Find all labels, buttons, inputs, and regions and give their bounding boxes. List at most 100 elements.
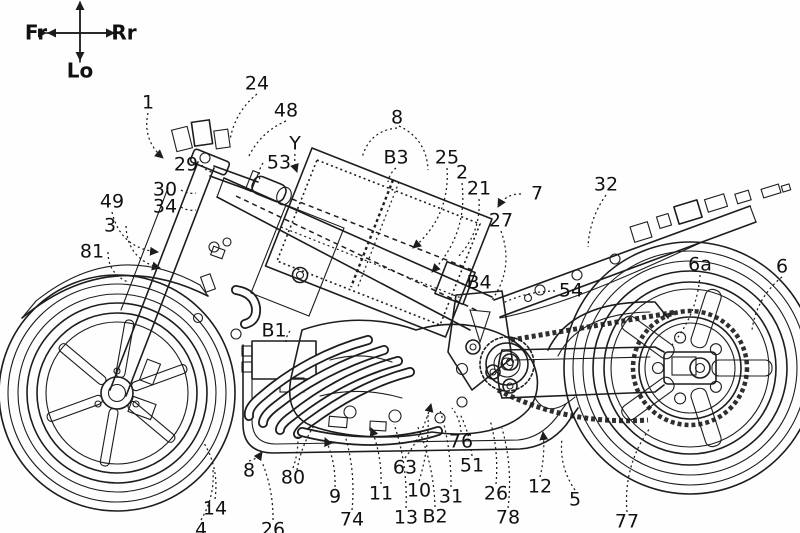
leader-25-7 <box>412 167 448 249</box>
leader-5-42 <box>560 437 576 491</box>
leader-24-1 <box>229 93 258 141</box>
part-label-b4-14: B4 <box>466 272 491 294</box>
part-label-49-18: 49 <box>100 191 124 213</box>
part-label-4-25: 4 <box>195 519 207 533</box>
part-label-13-32: 13 <box>394 507 418 529</box>
part-label-26-26: 26 <box>261 519 285 533</box>
compass-rear-label: Rr <box>111 21 136 45</box>
part-label-51-38: 51 <box>460 455 484 477</box>
part-label-b3-6: B3 <box>383 147 408 169</box>
part-label-76-37: 76 <box>449 431 473 453</box>
part-label-74-30: 74 <box>340 509 364 531</box>
part-label-81-20: 81 <box>80 241 104 263</box>
part-label-54-13: 54 <box>559 280 583 302</box>
leader-51-38 <box>459 413 473 457</box>
seat-rail-subframe <box>493 183 792 319</box>
motor-unit <box>288 319 539 438</box>
part-label-53-3: 53 <box>267 152 291 174</box>
leader-12-41 <box>539 431 549 478</box>
leader-27-11 <box>491 230 507 301</box>
part-label-27-11: 27 <box>489 210 513 232</box>
main-frame <box>192 177 579 454</box>
part-label-b1-23: B1 <box>261 320 286 342</box>
leader-80-28 <box>292 427 299 469</box>
part-label-8-5: 8 <box>391 107 403 129</box>
part-label-6-22: 6 <box>776 256 788 278</box>
compass-low-label: Lo <box>67 59 93 83</box>
part-label-11-31: 11 <box>369 483 393 505</box>
leader-26-26 <box>261 461 274 521</box>
leader-81-20 <box>107 251 129 283</box>
leader-8-5 <box>361 127 398 159</box>
front-fender <box>21 264 209 319</box>
leader-7-10 <box>497 193 522 208</box>
leader-B3-6 <box>387 167 397 183</box>
part-label-7-10: 7 <box>531 183 543 205</box>
leader-lines <box>107 93 783 521</box>
leader-2-8 <box>431 182 464 273</box>
steering-head-and-handlebar <box>170 119 292 206</box>
swingarm <box>497 346 665 410</box>
leader-29-15 <box>201 164 213 173</box>
part-label-77-43: 77 <box>615 511 639 533</box>
leader-32-12 <box>587 194 607 248</box>
part-label-21-9: 21 <box>467 178 491 200</box>
leader-4-25 <box>200 469 214 521</box>
part-label-48-2: 48 <box>274 100 298 122</box>
part-label-25-7: 25 <box>435 147 459 169</box>
leader-78-40 <box>501 427 511 509</box>
leader-26-39 <box>489 419 498 485</box>
leader-77-43 <box>625 427 651 513</box>
part-label-80-28: 80 <box>281 467 305 489</box>
part-label-9-29: 9 <box>329 486 341 508</box>
leader-10-34 <box>418 413 429 482</box>
leader-53-3 <box>258 162 264 181</box>
part-label-34-17: 34 <box>153 196 177 218</box>
part-label-63-36: 63 <box>393 457 417 479</box>
part-label-1-0: 1 <box>142 92 154 114</box>
leader-13-32 <box>393 423 407 509</box>
compass-front-label: Fr <box>25 21 47 45</box>
leader-30-16 <box>180 189 197 194</box>
leader-6-22 <box>751 276 783 331</box>
part-label-10-34: 10 <box>407 480 431 502</box>
leader-74-30 <box>343 431 354 511</box>
part-label-31-35: 31 <box>439 486 463 508</box>
leader-31-35 <box>439 409 452 488</box>
part-label-12-41: 12 <box>528 476 552 498</box>
part-label-30-16: 30 <box>153 179 177 201</box>
part-label-78-40: 78 <box>496 507 520 529</box>
part-label-5-42: 5 <box>569 489 581 511</box>
part-label-24-1: 24 <box>245 73 269 95</box>
leader-1-0 <box>146 112 164 159</box>
battery-box <box>250 147 493 338</box>
leader-B2-33 <box>416 424 436 508</box>
leader-Y-4 <box>290 153 299 173</box>
part-label-3-19: 3 <box>104 215 116 237</box>
leader-76-37 <box>451 407 462 433</box>
leader-8-27 <box>248 451 263 462</box>
leader-21-9 <box>456 198 480 259</box>
part-label-b2-33: B2 <box>422 506 447 528</box>
leader-54-13 <box>502 290 556 304</box>
front-wheel <box>0 274 236 512</box>
leader-B4-14 <box>462 282 466 287</box>
part-label-2-8: 2 <box>456 162 468 184</box>
leader-B1-23 <box>285 330 291 343</box>
leader-34-17 <box>180 206 197 211</box>
part-label-y-4: Y <box>288 133 301 155</box>
orientation-compass: Fr Rr Lo <box>25 1 137 83</box>
drive-chain <box>496 308 750 428</box>
rear-fender <box>547 301 669 357</box>
part-label-29-15: 29 <box>174 154 198 176</box>
leader-3-19 <box>125 225 161 271</box>
front-fork <box>109 161 215 421</box>
part-label-14-24: 14 <box>203 498 227 520</box>
part-label-32-12: 32 <box>594 174 618 196</box>
leader-9-29 <box>324 437 336 488</box>
rear-wheel <box>563 241 800 495</box>
leader-extra-1 <box>296 423 316 471</box>
